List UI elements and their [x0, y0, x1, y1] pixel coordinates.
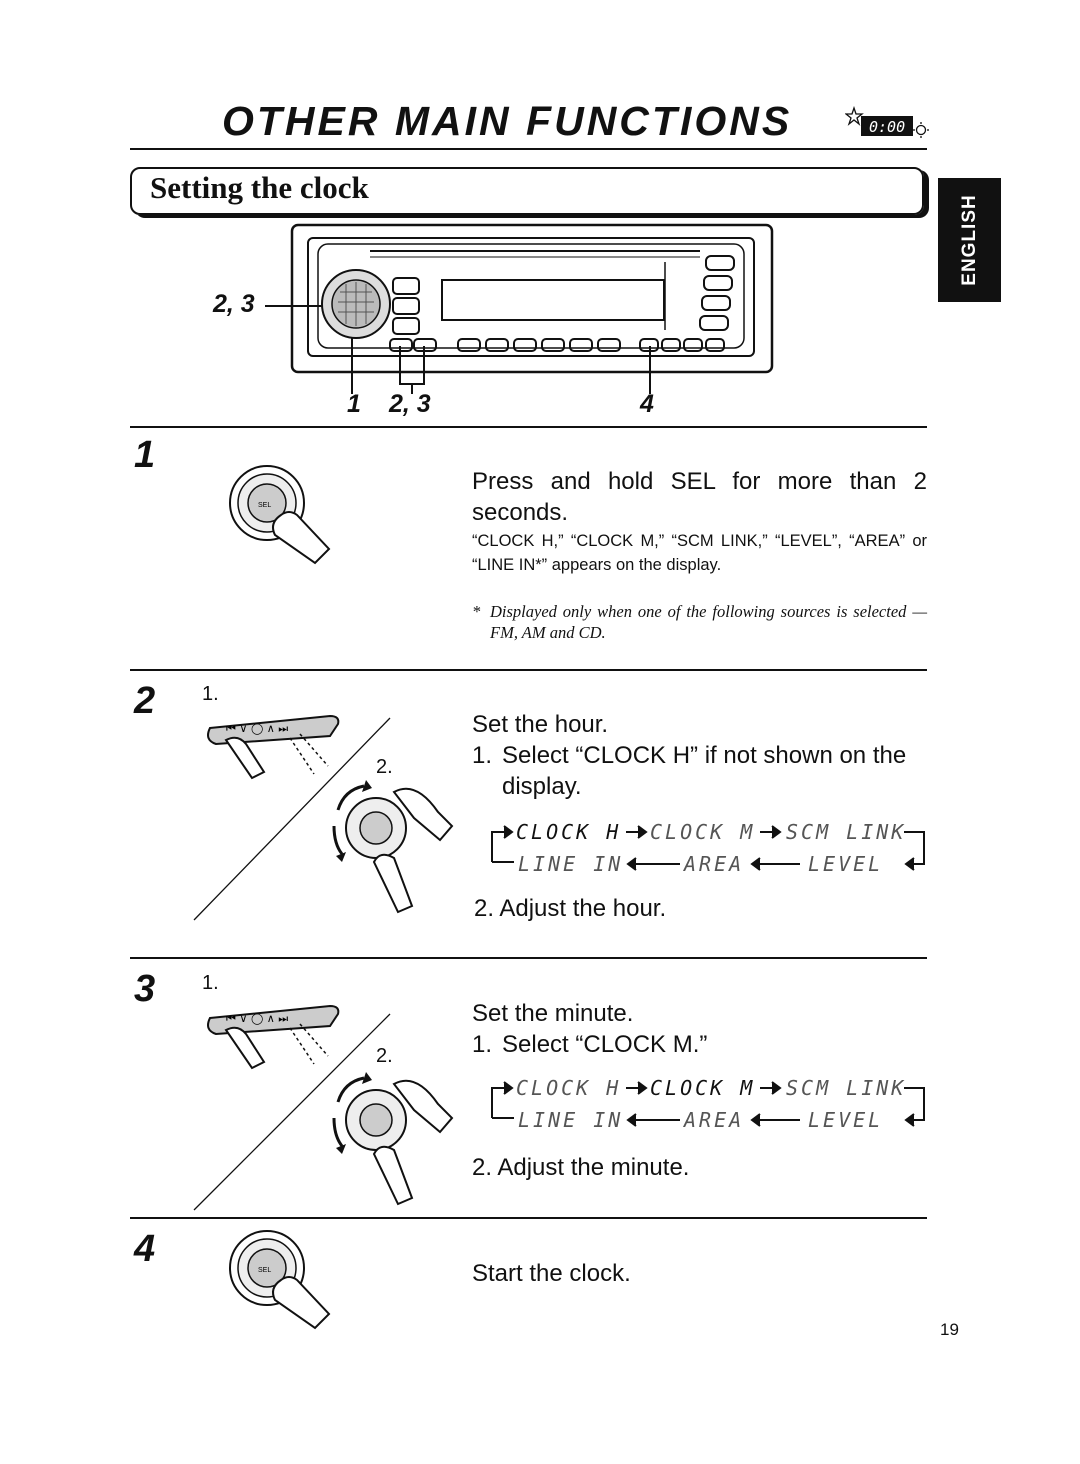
step-1-detail: “CLOCK H,” “CLOCK M,” “SCM LINK,” “LEVEL…: [472, 532, 927, 574]
step-2-item-2: 2. Adjust the hour.: [474, 895, 667, 922]
step-2-illustration: ⏮ ∨ ◯ ∧ ⏭: [193, 714, 454, 921]
section-box: [130, 167, 924, 215]
step-3-rule: [130, 957, 927, 959]
step-3-label-1: 1.: [202, 972, 219, 994]
step-2-label-2: 2.: [376, 756, 393, 778]
svg-text:SEL: SEL: [258, 1267, 271, 1274]
callout-sel-knob: 2, 3: [213, 290, 255, 318]
step-3-illustration: ⏮ ∨ ◯ ∧ ⏭: [193, 1004, 454, 1211]
step-3-number: 3: [134, 968, 156, 1010]
seq-clock-m: CLOCK M: [650, 1076, 756, 1100]
page-number: 19: [940, 1320, 959, 1339]
step-1-number: 1: [134, 434, 156, 476]
step-2-number: 2: [134, 680, 156, 722]
seq-scm-link: SCM LINK: [786, 1076, 907, 1100]
callout-1: 1: [347, 390, 361, 418]
seq-level: LEVEL: [808, 852, 884, 876]
seq-area: AREA: [684, 852, 745, 876]
title-rule: [130, 148, 927, 150]
step-4-rule: [130, 1217, 927, 1219]
step-3-label-2: 2.: [376, 1045, 393, 1067]
seq-scm-link: SCM LINK: [786, 820, 907, 844]
car-stereo-illustration: [265, 223, 774, 394]
step-1-note: Displayed only when one of the following…: [490, 602, 927, 642]
step-3-item-2: 2. Adjust the minute.: [472, 1154, 690, 1181]
language-tab: ENGLISH: [938, 178, 1001, 302]
seq-line-in: LINE IN: [518, 852, 624, 876]
sel-press-icon: SEL: [229, 1230, 331, 1330]
step-3-display-cycle-arrows: [491, 1081, 925, 1127]
step-2-display-cycle-arrows: [491, 825, 925, 871]
callout-4: 4: [640, 390, 654, 418]
step-3-item-1: Select “CLOCK M.”: [502, 1031, 708, 1058]
language-label: ENGLISH: [958, 194, 980, 286]
step-4-number: 4: [134, 1228, 156, 1270]
step-2-item-1: Select “CLOCK H” if not shown on the dis…: [502, 742, 907, 800]
svg-text:0:00: 0:00: [869, 118, 905, 136]
step-2-item-1-number: 1.: [472, 742, 493, 769]
svg-text:SEL: SEL: [258, 502, 271, 509]
step-2-rule: [130, 669, 927, 671]
seq-area: AREA: [684, 1108, 745, 1132]
step-3-item-1-number: 1.: [472, 1031, 493, 1058]
step-4-instruction: Start the clock.: [472, 1260, 631, 1287]
seq-level: LEVEL: [808, 1108, 884, 1132]
step-2-label-1: 1.: [202, 683, 219, 705]
seq-line-in: LINE IN: [518, 1108, 624, 1132]
note-asterisk: *: [472, 602, 481, 621]
sel-press-icon: SEL: [229, 465, 331, 565]
seq-clock-m: CLOCK M: [650, 820, 756, 844]
svg-text:⏮ ∨ ◯ ∧ ⏭: ⏮ ∨ ◯ ∧ ⏭: [226, 1012, 288, 1025]
step-3-heading: Set the minute.: [472, 1000, 634, 1027]
callout-2-3: 2, 3: [389, 390, 431, 418]
step-1-instruction: Press and hold SEL for more than 2 secon…: [472, 468, 927, 526]
step-1-rule: [130, 426, 927, 428]
page-title: OTHER MAIN FUNCTIONS: [222, 98, 793, 144]
section-title: Setting the clock: [150, 170, 369, 205]
clock-badge-icon: 0:00: [845, 106, 929, 138]
seq-clock-h: CLOCK H: [516, 820, 622, 844]
svg-text:⏮ ∨ ◯ ∧ ⏭: ⏮ ∨ ◯ ∧ ⏭: [226, 722, 288, 735]
step-2-heading: Set the hour.: [472, 711, 609, 738]
seq-clock-h: CLOCK H: [516, 1076, 622, 1100]
